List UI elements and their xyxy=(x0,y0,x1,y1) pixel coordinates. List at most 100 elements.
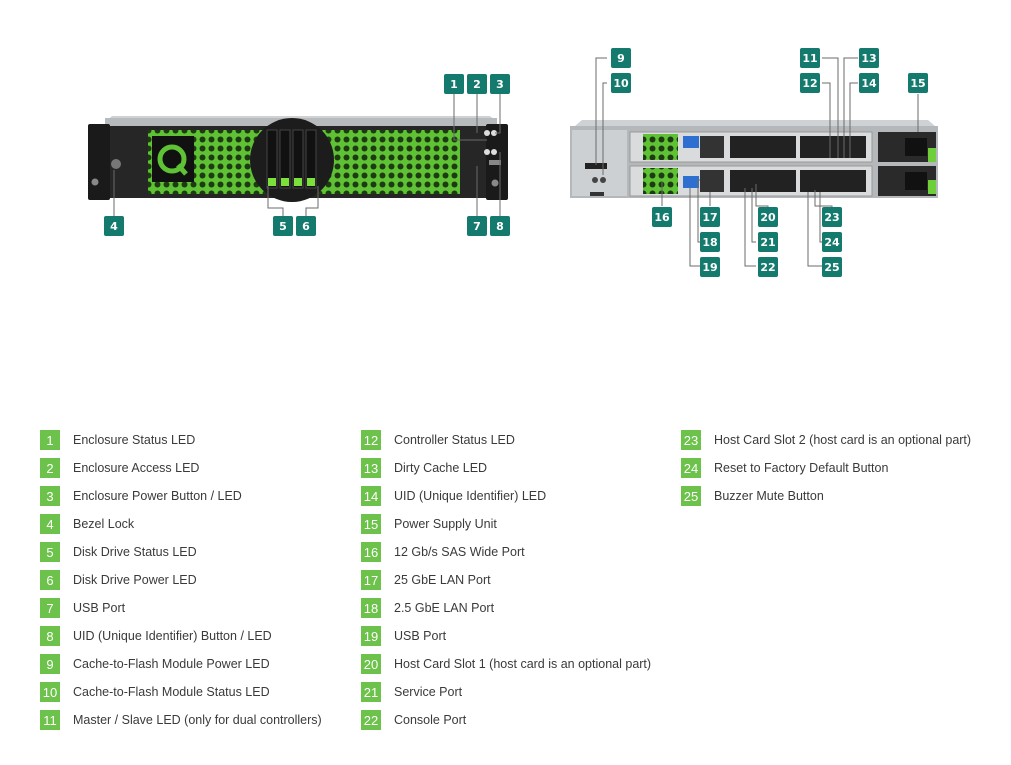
callout-number: 13 xyxy=(861,52,876,65)
callout-number: 23 xyxy=(824,211,839,224)
legend-label: Enclosure Status LED xyxy=(73,433,196,447)
legend-item: 23 Host Card Slot 2 (host card is an opti… xyxy=(681,426,971,454)
callout-number: 3 xyxy=(496,78,504,91)
callout-number: 24 xyxy=(824,236,840,249)
callout-number: 25 xyxy=(824,261,839,274)
legend-number: 14 xyxy=(361,486,381,506)
callout-number: 7 xyxy=(473,220,481,233)
callout-21: 21 xyxy=(758,232,778,252)
callout-22: 22 xyxy=(758,257,778,277)
legend-column-3: 23 Host Card Slot 2 (host card is an opti… xyxy=(681,426,971,510)
legend-number: 9 xyxy=(40,654,60,674)
callout-number: 11 xyxy=(802,52,817,65)
legend-number: 19 xyxy=(361,626,381,646)
legend-number: 11 xyxy=(40,710,60,730)
callout-number: 8 xyxy=(496,220,504,233)
front-view-chassis xyxy=(88,116,508,202)
legend-label: USB Port xyxy=(73,601,126,615)
legend-number: 17 xyxy=(361,570,381,590)
legend-label: Console Port xyxy=(394,713,467,727)
legend-number: 13 xyxy=(361,458,381,478)
callout-24: 24 xyxy=(822,232,842,252)
legend-item: 1 Enclosure Status LED xyxy=(40,426,322,454)
callout-number: 22 xyxy=(760,261,775,274)
callout-16: 16 xyxy=(652,207,672,227)
legend-item: 14 UID (Unique Identifier) LED xyxy=(361,482,651,510)
callout-number: 6 xyxy=(302,220,310,233)
legend-number: 1 xyxy=(40,430,60,450)
callout-number: 10 xyxy=(613,77,629,90)
callout-number: 19 xyxy=(702,261,717,274)
legend-item: 18 2.5 GbE LAN Port xyxy=(361,594,651,622)
legend-label: Cache-to-Flash Module Status LED xyxy=(73,685,270,699)
legend-number: 3 xyxy=(40,486,60,506)
legend-item: 12 Controller Status LED xyxy=(361,426,651,454)
callout-11: 11 xyxy=(800,48,820,68)
legend-number: 15 xyxy=(361,514,381,534)
callout-3: 3 xyxy=(490,74,510,94)
legend-label: Dirty Cache LED xyxy=(394,461,488,475)
legend-item: 22 Console Port xyxy=(361,706,651,734)
legend-number: 2 xyxy=(40,458,60,478)
left-rack-ear xyxy=(88,124,110,200)
legend-label: Master / Slave LED (only for dual contro… xyxy=(73,713,322,727)
legend-item: 6 Disk Drive Power LED xyxy=(40,566,322,594)
callout-23: 23 xyxy=(822,207,842,227)
legend-label: Reset to Factory Default Button xyxy=(714,461,889,475)
legend-label: Buzzer Mute Button xyxy=(714,489,824,503)
legend-label: Host Card Slot 2 (host card is an option… xyxy=(714,433,972,447)
legend-label: UID (Unique Identifier) Button / LED xyxy=(73,629,272,643)
legend-number: 6 xyxy=(40,570,60,590)
legend-item: 7 USB Port xyxy=(40,594,322,622)
callout-number: 14 xyxy=(861,77,877,90)
legend-column-2: 12 Controller Status LED 13 Dirty Cache LE… xyxy=(361,426,651,734)
callout-number: 2 xyxy=(473,78,481,91)
legend-label: Controller Status LED xyxy=(394,433,515,447)
legend-number: 18 xyxy=(361,598,381,618)
legend-item: 13 Dirty Cache LED xyxy=(361,454,651,482)
callout-number: 20 xyxy=(760,211,776,224)
legend-label: Disk Drive Power LED xyxy=(73,573,197,587)
legend-number: 21 xyxy=(361,682,381,702)
legend-item: 11 Master / Slave LED (only for dual cont… xyxy=(40,706,322,734)
legend-number: 22 xyxy=(361,710,381,730)
legend-label: Enclosure Access LED xyxy=(73,461,200,475)
callout-number: 17 xyxy=(702,211,717,224)
callout-number: 5 xyxy=(279,220,287,233)
legend-item: 24 Reset to Factory Default Button xyxy=(681,454,971,482)
callout-13: 13 xyxy=(859,48,879,68)
callout-number: 18 xyxy=(702,236,717,249)
legend-number: 24 xyxy=(681,458,701,478)
legend-item: 2 Enclosure Access LED xyxy=(40,454,322,482)
rear-view-chassis xyxy=(570,120,938,198)
callout-25: 25 xyxy=(822,257,842,277)
legend-label: Bezel Lock xyxy=(73,517,135,531)
legend-label: Disk Drive Status LED xyxy=(73,545,197,559)
legend-number: 25 xyxy=(681,486,701,506)
legend-number: 16 xyxy=(361,542,381,562)
legend-label: UID (Unique Identifier) LED xyxy=(394,489,547,503)
legend-number: 7 xyxy=(40,598,60,618)
callout-14: 14 xyxy=(859,73,879,93)
drive-bay-view xyxy=(250,118,334,202)
legend-number: 12 xyxy=(361,430,381,450)
callout-8: 8 xyxy=(490,216,510,236)
callout-15: 15 xyxy=(908,73,928,93)
callout-number: 21 xyxy=(760,236,775,249)
legend-number: 23 xyxy=(681,430,701,450)
callout-1: 1 xyxy=(444,74,464,94)
bezel-lock-icon xyxy=(111,159,121,169)
legend-item: 25 Buzzer Mute Button xyxy=(681,482,971,510)
callout-7: 7 xyxy=(467,216,487,236)
callout-number: 12 xyxy=(802,77,817,90)
callout-20: 20 xyxy=(758,207,778,227)
legend-label: 2.5 GbE LAN Port xyxy=(394,601,495,615)
